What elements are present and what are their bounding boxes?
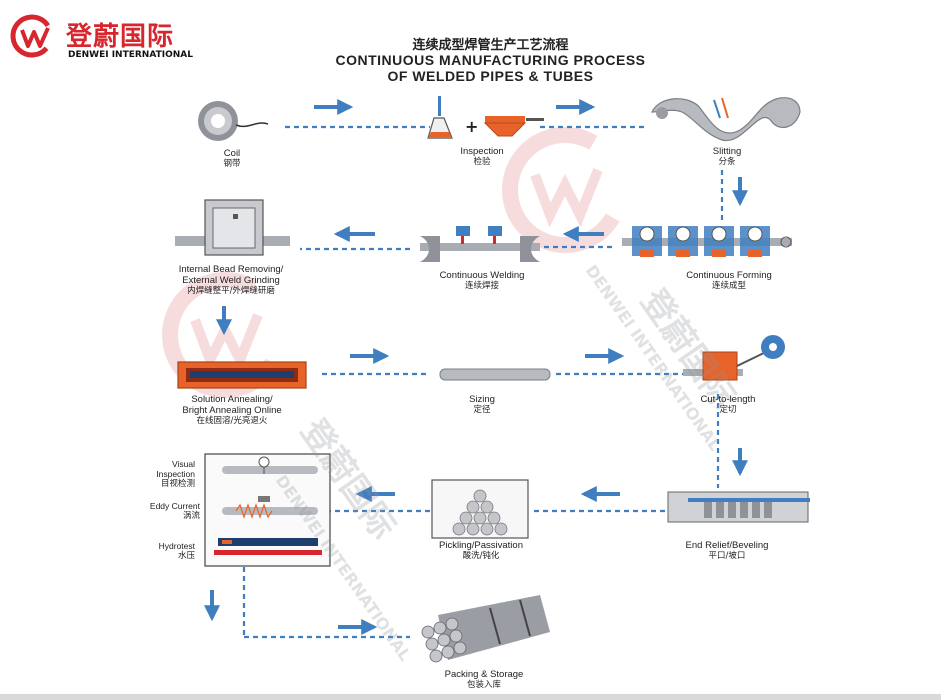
label-visual-line1: Visual <box>172 459 195 469</box>
label-welding-en: Continuous Welding <box>439 270 525 281</box>
label-forming: Continuous Forming 连续成型 <box>686 270 772 292</box>
label-packing-cn: 包装入库 <box>466 680 501 690</box>
label-slitting: Slitting 分条 <box>713 146 742 168</box>
label-visual-inspection: Visual Inspection 目视检测 <box>156 459 195 489</box>
label-visual-cn: 目视检测 <box>160 479 195 489</box>
slitting-icon <box>651 97 801 142</box>
sizing-tube-icon <box>439 368 551 381</box>
end-relief-machine-icon <box>667 491 810 523</box>
label-sizing-en: Sizing <box>469 394 495 405</box>
label-packing-en: Packing & Storage <box>444 669 524 680</box>
label-coil-en: Coil <box>223 148 241 159</box>
label-inspection: Inspection 检验 <box>460 146 503 168</box>
label-slitting-cn: 分条 <box>718 157 736 167</box>
label-anneal-line1: Solution Annealing/ <box>191 394 273 405</box>
coil-icon <box>198 101 269 141</box>
logo-english-name: DENWEI INTERNATIONAL <box>68 50 193 60</box>
label-end-relief: End Relief/Beveling 平口/坡口 <box>686 540 769 562</box>
label-end-relief-cn: 平口/坡口 <box>708 551 746 561</box>
label-bead-cn: 内焊缝整平/外焊缝研磨 <box>187 286 275 296</box>
label-inspection-cn: 检验 <box>473 157 491 167</box>
inspection-icon: + <box>427 96 544 139</box>
label-hydro-cn: 水压 <box>177 551 195 561</box>
flow-arrows <box>204 99 748 635</box>
bead-removal-machine-icon <box>175 199 290 256</box>
label-welding: Continuous Welding 连续焊接 <box>440 270 525 292</box>
label-end-relief-en: End Relief/Beveling <box>685 540 769 551</box>
label-hydrotest: Hydrotest 水压 <box>159 541 195 561</box>
dw-logo-icon <box>10 14 54 58</box>
label-pickling-en: Pickling/Passivation <box>439 540 523 551</box>
label-bead-line1: Internal Bead Removing/ <box>178 264 284 275</box>
label-forming-cn: 连续成型 <box>711 281 747 291</box>
label-inspection-en: Inspection <box>460 146 504 157</box>
packing-bundle-icon <box>421 595 550 663</box>
forming-mill-icon <box>622 226 792 257</box>
label-coil-cn: 钢带 <box>223 159 241 169</box>
label-sizing-cn: 定径 <box>473 405 491 415</box>
label-pickling-cn: 酸洗/钝化 <box>462 551 500 561</box>
title-english-line2: OF WELDED PIPES & TUBES <box>387 68 594 84</box>
label-eddy-cn: 涡流 <box>182 511 200 521</box>
label-eddy-current: Eddy Current 涡流 <box>150 501 200 521</box>
svg-text:+: + <box>465 117 478 136</box>
label-anneal-cn: 在线固溶/光亮退火 <box>196 416 268 426</box>
label-hydro-en: Hydrotest <box>158 541 195 551</box>
label-anneal-line2: Bright Annealing Online <box>182 405 282 416</box>
label-coil: Coil 钢带 <box>223 148 240 170</box>
cut-to-length-icon <box>683 335 785 381</box>
label-eddy-en: Eddy Current <box>149 501 200 511</box>
welding-icon <box>420 226 540 262</box>
label-pickling: Pickling/Passivation 酸洗/钝化 <box>439 540 523 562</box>
label-cut-en: Cut-to-length <box>700 394 756 405</box>
label-cut-to-length: Cut-to-length 定切 <box>701 394 756 416</box>
label-annealing: Solution Annealing/ Bright Annealing Onl… <box>182 394 281 427</box>
label-slitting-en: Slitting <box>712 146 742 157</box>
bottom-bar <box>0 694 941 700</box>
label-welding-cn: 连续焊接 <box>464 281 500 291</box>
label-cut-cn: 定切 <box>719 405 737 415</box>
label-packing: Packing & Storage 包装入库 <box>445 669 524 691</box>
label-bead-line2: External Weld Grinding <box>182 275 280 286</box>
company-logo: 登蔚国际 DENWEI INTERNATIONAL <box>8 8 208 64</box>
logo-chinese-name: 登蔚国际 <box>66 22 175 52</box>
title-english-line1: CONTINUOUS MANUFACTURING PROCESS <box>335 52 646 68</box>
quality-test-panel <box>204 453 331 567</box>
title-chinese: 连续成型焊管生产工艺流程 <box>412 38 569 53</box>
label-forming-en: Continuous Forming <box>686 270 772 281</box>
label-bead-removing: Internal Bead Removing/ External Weld Gr… <box>179 264 284 297</box>
annealing-furnace-icon <box>177 361 307 389</box>
label-visual-line2: Inspection <box>156 469 195 479</box>
pickling-tank-icon <box>431 479 529 539</box>
label-sizing: Sizing 定径 <box>469 394 495 416</box>
